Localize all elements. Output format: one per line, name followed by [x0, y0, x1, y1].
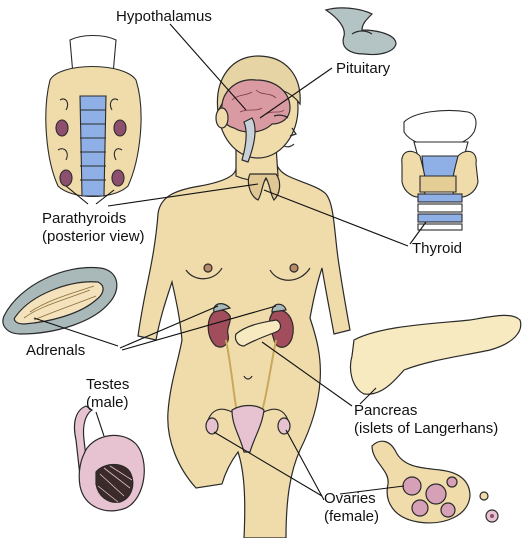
torso — [137, 159, 351, 538]
ovaries-leader-2 — [285, 429, 325, 501]
pancreas-leader-2 — [359, 387, 377, 405]
adrenals-text: Adrenals — [26, 342, 86, 359]
parathyroid-leader-3 — [107, 183, 259, 207]
thyroid-text: Thyroid — [412, 240, 463, 257]
adrenals-leader-1 — [33, 317, 119, 347]
leader-lines — [33, 23, 427, 501]
kidney-right — [268, 308, 294, 348]
pituitary-leader — [259, 67, 333, 119]
testes-leader — [95, 411, 105, 437]
nipple-left — [203, 263, 213, 273]
adrenals-leader-3 — [121, 305, 277, 351]
kidney-left — [207, 309, 232, 348]
pituitary-text: Pituitary — [336, 60, 391, 77]
pancreas-subtext: (islets of Langerhans) — [354, 420, 499, 437]
adrenals-leader-2 — [119, 305, 219, 349]
hypothalamus-text: Hypothalamus — [116, 8, 212, 25]
testes-text: Testes — [86, 376, 130, 393]
ear — [215, 107, 229, 129]
label-pituitary: Pituitary — [336, 60, 390, 78]
thyroid-leader-1 — [263, 189, 409, 247]
nipple-right — [289, 263, 299, 273]
brainstem — [241, 117, 256, 163]
thyroid-illustration — [401, 109, 479, 231]
label-thyroid: Thyroid — [412, 240, 462, 258]
ovaries-text: Ovaries — [324, 490, 376, 507]
parathyroids-text: Parathyroids — [42, 210, 127, 227]
label-pancreas: Pancreas (islets of Langerhans) — [354, 402, 498, 438]
label-hypothalamus: Hypothalamus — [116, 8, 212, 26]
ovaries-subtext: (female) — [324, 508, 380, 525]
label-testes: Testes (male) — [86, 376, 129, 412]
ovary-illustration — [371, 440, 499, 524]
pancreas-leader-1 — [261, 341, 353, 407]
parathyroid-illustration — [45, 34, 142, 198]
ovaries-leader-1 — [213, 431, 323, 497]
adrenal-illustration — [2, 266, 118, 335]
thyroid-leader-2 — [409, 221, 427, 245]
brain — [221, 79, 291, 133]
label-adrenals: Adrenals — [26, 342, 85, 360]
pancreas-text: Pancreas — [354, 402, 418, 419]
parathyroid-leader-1 — [65, 185, 89, 205]
pancreas-illustration — [349, 314, 522, 395]
parathyroids-subtext: (posterior view) — [42, 228, 145, 245]
ovary-left — [205, 417, 219, 435]
body-pancreas — [234, 319, 282, 347]
testis-illustration — [73, 405, 145, 512]
testes-subtext: (male) — [86, 394, 129, 411]
pituitary-illustration — [324, 7, 397, 56]
label-parathyroids: Parathyroids (posterior view) — [42, 210, 145, 246]
body-figure — [137, 55, 351, 538]
uterus — [231, 404, 265, 453]
ovaries-leader-3 — [339, 485, 405, 495]
parathyroid-leader-2 — [95, 189, 115, 205]
ovary-right — [277, 417, 291, 435]
hypothalamus-leader — [169, 23, 247, 111]
label-ovaries: Ovaries (female) — [324, 490, 379, 526]
